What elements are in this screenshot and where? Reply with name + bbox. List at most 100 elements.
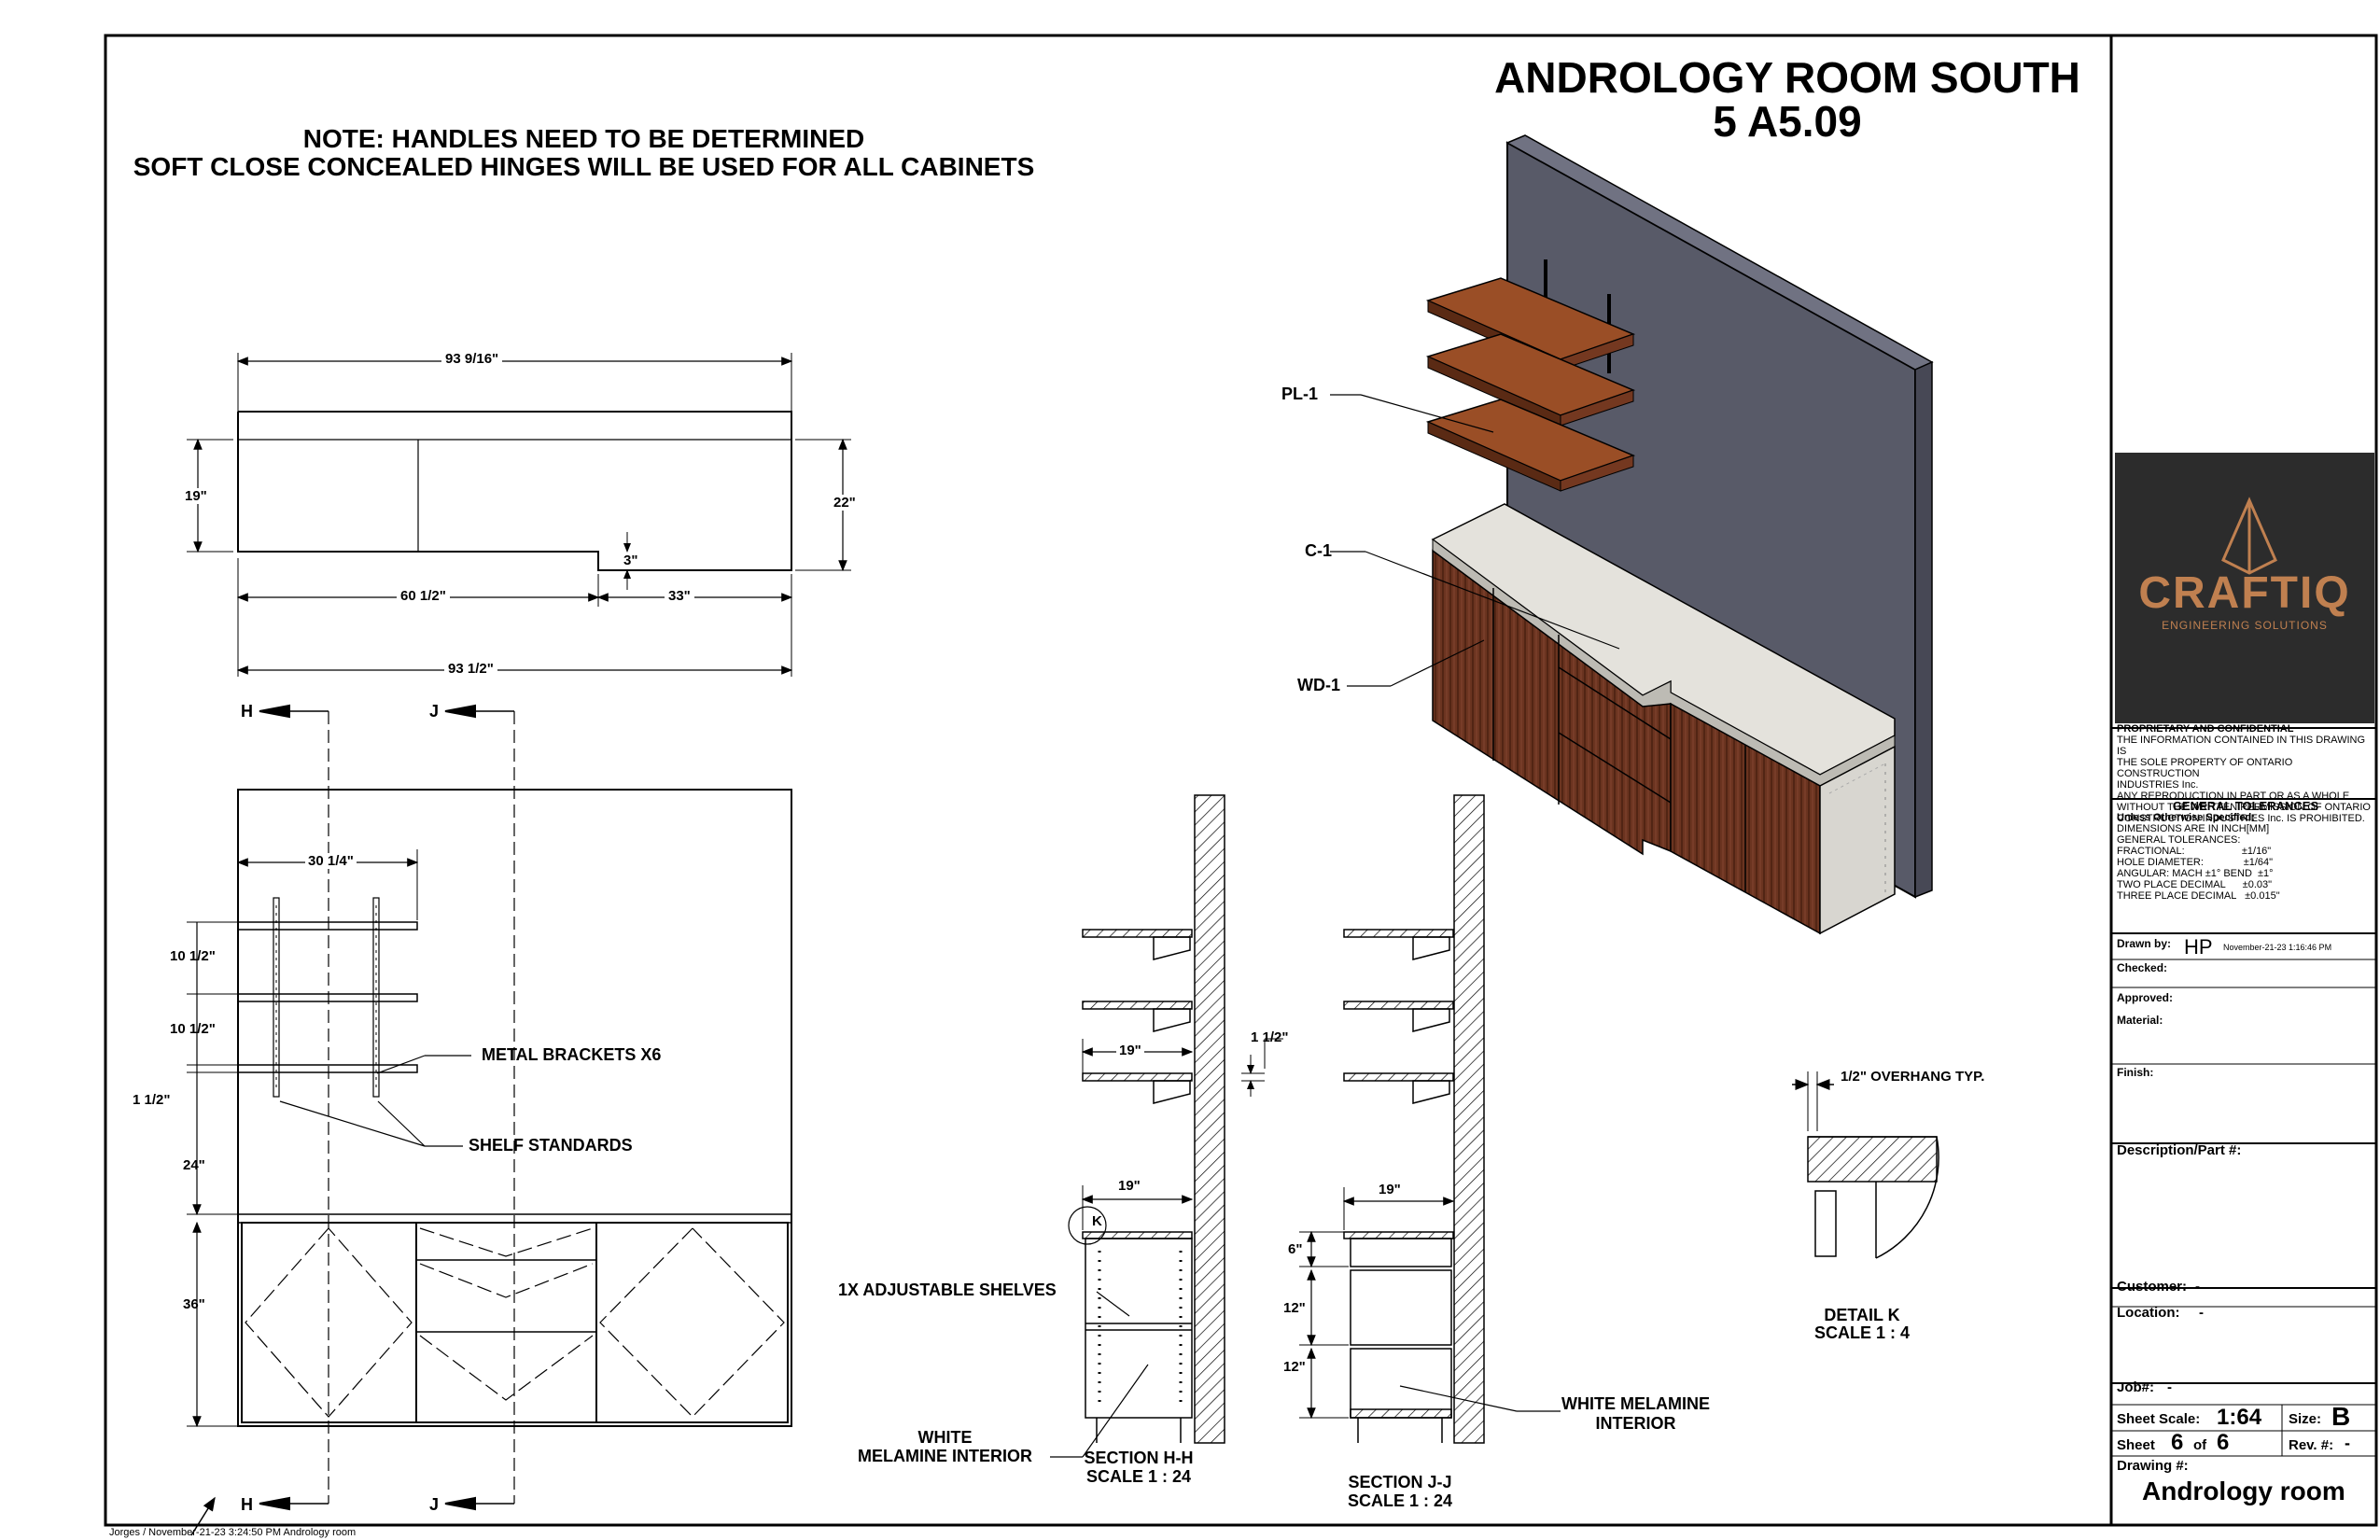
jj-dim-c: 12"	[1283, 1359, 1306, 1375]
jj-dim-b: 12"	[1283, 1300, 1306, 1316]
elev-dim-width: 30 1/4"	[305, 853, 357, 869]
section-hh-scale: SCALE 1 : 24	[1085, 1467, 1192, 1486]
size-label: Size:	[2289, 1411, 2322, 1427]
plan-dim-step: 3"	[623, 553, 638, 568]
logo-mark-icon	[2221, 497, 2277, 575]
section-marker-j-top: J	[429, 702, 440, 721]
section-jj-scale: SCALE 1 : 24	[1347, 1491, 1453, 1510]
rev-value: -	[2345, 1434, 2350, 1452]
callout-hh-interior: WHITE MELAMINE INTERIOR	[840, 1428, 1050, 1465]
elev-dim-b: 10 1/2"	[170, 1021, 216, 1037]
detail-k	[1792, 1071, 1939, 1259]
plan-dim-right: 22"	[833, 495, 856, 511]
plan-dim-top: 93 9/16"	[441, 351, 503, 367]
checked-label: Checked:	[2117, 961, 2168, 974]
section-marker-h-top: H	[241, 702, 253, 721]
note-line2: SOFT CLOSE CONCEALED HINGES WILL BE USED…	[133, 152, 1035, 181]
hh-detail-marker: K	[1092, 1213, 1102, 1229]
job-label: Job#:	[2117, 1379, 2155, 1395]
footer-tick	[190, 1496, 216, 1536]
callout-pl-1: PL-1	[1281, 385, 1319, 403]
proprietary-line-4: ANY REPRODUCTION IN PART OR AS A WHOLE	[2117, 791, 2350, 802]
callout-c-1: C-1	[1305, 541, 1333, 560]
sheet-title: ANDROLOGY ROOM SOUTH 5 A5.09	[1461, 56, 2114, 144]
section-jj	[1299, 794, 1561, 1444]
sheet-label: Sheet	[2117, 1437, 2155, 1453]
drawing-name: Andrology room	[2142, 1477, 2345, 1505]
plan-dim-left: 19"	[185, 488, 207, 504]
tolerance-line-1: GENERAL TOLERANCES:	[2117, 834, 2241, 846]
proprietary-line-5: WITHOUT THE WRITTEN PERMISSION OF ONTARI…	[2117, 802, 2371, 813]
section-hh	[1050, 794, 1283, 1458]
drawing-label: Drawing #:	[2117, 1458, 2189, 1474]
hh-dim-thick: 1 1/2"	[1251, 1029, 1289, 1045]
jj-dim-a: 6"	[1288, 1241, 1303, 1257]
sheet-total: 6	[2217, 1430, 2230, 1455]
isometric-view	[1330, 134, 1934, 935]
sheet-number: 6	[2171, 1430, 2184, 1455]
drawn-by-label: Drawn by:	[2117, 937, 2172, 950]
plan-dim-bottom: 93 1/2"	[444, 661, 497, 677]
tolerances-title: GENERAL TOLERANCES	[2172, 799, 2319, 813]
proprietary-line-6: CONSTRUCTION INDUSTRIES Inc. IS PROHIBIT…	[2117, 813, 2365, 824]
callout-wd-1: WD-1	[1297, 676, 1340, 694]
callout-shelf-standards: SHELF STANDARDS	[469, 1136, 633, 1155]
tolerance-line-6: THREE PLACE DECIMAL ±0.015"	[2117, 890, 2280, 902]
front-elevation	[187, 704, 792, 1511]
section-hh-title: SECTION H-H SCALE 1 : 24	[1064, 1449, 1213, 1486]
section-jj-title: SECTION J-J SCALE 1 : 24	[1325, 1473, 1475, 1510]
elev-dim-a: 10 1/2"	[170, 948, 216, 964]
proprietary-line-0: PROPRIETARY AND CONFIDENTIAL	[2117, 723, 2294, 735]
logo-subtitle: ENGINEERING SOLUTIONS	[2162, 619, 2328, 632]
elev-dim-d: 24"	[183, 1157, 205, 1173]
tolerance-line-5: TWO PLACE DECIMAL ±0.03"	[2117, 879, 2273, 890]
elev-dim-c: 1 1/2"	[133, 1092, 171, 1108]
material-label: Material:	[2117, 1014, 2163, 1027]
tolerance-line-4: ANGULAR: MACH ±1° BEND ±1°	[2117, 868, 2274, 879]
note-line1: NOTE: HANDLES NEED TO BE DETERMINED	[302, 124, 865, 153]
logo-text: CRAFTIQ	[2138, 568, 2351, 618]
general-notes: NOTE: HANDLES NEED TO BE DETERMINED SOFT…	[105, 125, 1062, 181]
detail-k-scale: SCALE 1 : 4	[1813, 1323, 1911, 1342]
section-hh-name: SECTION H-H	[1084, 1449, 1194, 1467]
tolerances-subtitle: Unless Otherwise Specified:	[2117, 812, 2255, 823]
hh-dim-base: 19"	[1118, 1178, 1141, 1194]
sheet-title-line1: ANDROLOGY ROOM SOUTH	[1494, 53, 2080, 102]
footer-stamp: Jorges / November-21-23 3:24:50 PM Andro…	[109, 1527, 357, 1538]
tolerance-line-3: HOLE DIAMETER: ±1/64"	[2117, 857, 2274, 868]
proprietary-line-2: THE SOLE PROPERTY OF ONTARIO CONSTRUCTIO…	[2117, 757, 2293, 779]
jj-interior-line2: INTERIOR	[1595, 1414, 1676, 1433]
hh-interior-line2: MELAMINE INTERIOR	[858, 1447, 1032, 1465]
callout-jj-interior: WHITE MELAMINE INTERIOR	[1545, 1394, 1727, 1434]
finish-label: Finish:	[2117, 1066, 2154, 1079]
callout-metal-brackets: METAL BRACKETS X6	[482, 1045, 662, 1064]
approved-label: Approved:	[2117, 991, 2173, 1004]
of-label: of	[2193, 1437, 2207, 1453]
proprietary-line-1: THE INFORMATION CONTAINED IN THIS DRAWIN…	[2117, 735, 2366, 757]
general-tolerances: GENERAL TOLERANCES Unless Otherwise Spec…	[2117, 799, 2374, 902]
sheet-title-line2: 5 A5.09	[1713, 97, 1862, 146]
hh-dim-shelf: 19"	[1116, 1043, 1144, 1058]
customer-label: Customer:	[2117, 1279, 2188, 1295]
size-value: B	[2331, 1402, 2351, 1431]
detail-k-title: DETAIL K SCALE 1 : 4	[1792, 1307, 1932, 1342]
drawn-by-value: HP	[2184, 935, 2213, 959]
location-label: Location:	[2117, 1305, 2180, 1321]
sheet-border	[104, 34, 2378, 1527]
section-jj-name: SECTION J-J	[1348, 1473, 1452, 1491]
section-marker-h-bottom: H	[241, 1495, 253, 1514]
drawn-date: November-21-23 1:16:46 PM	[2223, 943, 2332, 952]
plan-view	[187, 353, 851, 677]
logo-background	[2115, 453, 2374, 723]
tolerance-line-0: DIMENSIONS ARE IN INCH[MM]	[2117, 823, 2270, 834]
proprietary-notice: PROPRIETARY AND CONFIDENTIAL THE INFORMA…	[2117, 723, 2374, 824]
sheet-scale-label: Sheet Scale:	[2117, 1411, 2201, 1427]
hh-interior-line1: WHITE	[917, 1428, 973, 1447]
rev-label: Rev. #:	[2289, 1437, 2334, 1453]
callout-adjustable-shelves: 1X ADJUSTABLE SHELVES	[838, 1281, 1057, 1299]
plan-dim-seg1: 60 1/2"	[397, 588, 450, 604]
sheet-scale-value: 1:64	[2217, 1405, 2262, 1430]
description-label: Description/Part #:	[2117, 1142, 2242, 1158]
plan-dim-seg2: 33"	[665, 588, 694, 604]
section-marker-j-bottom: J	[429, 1495, 440, 1514]
